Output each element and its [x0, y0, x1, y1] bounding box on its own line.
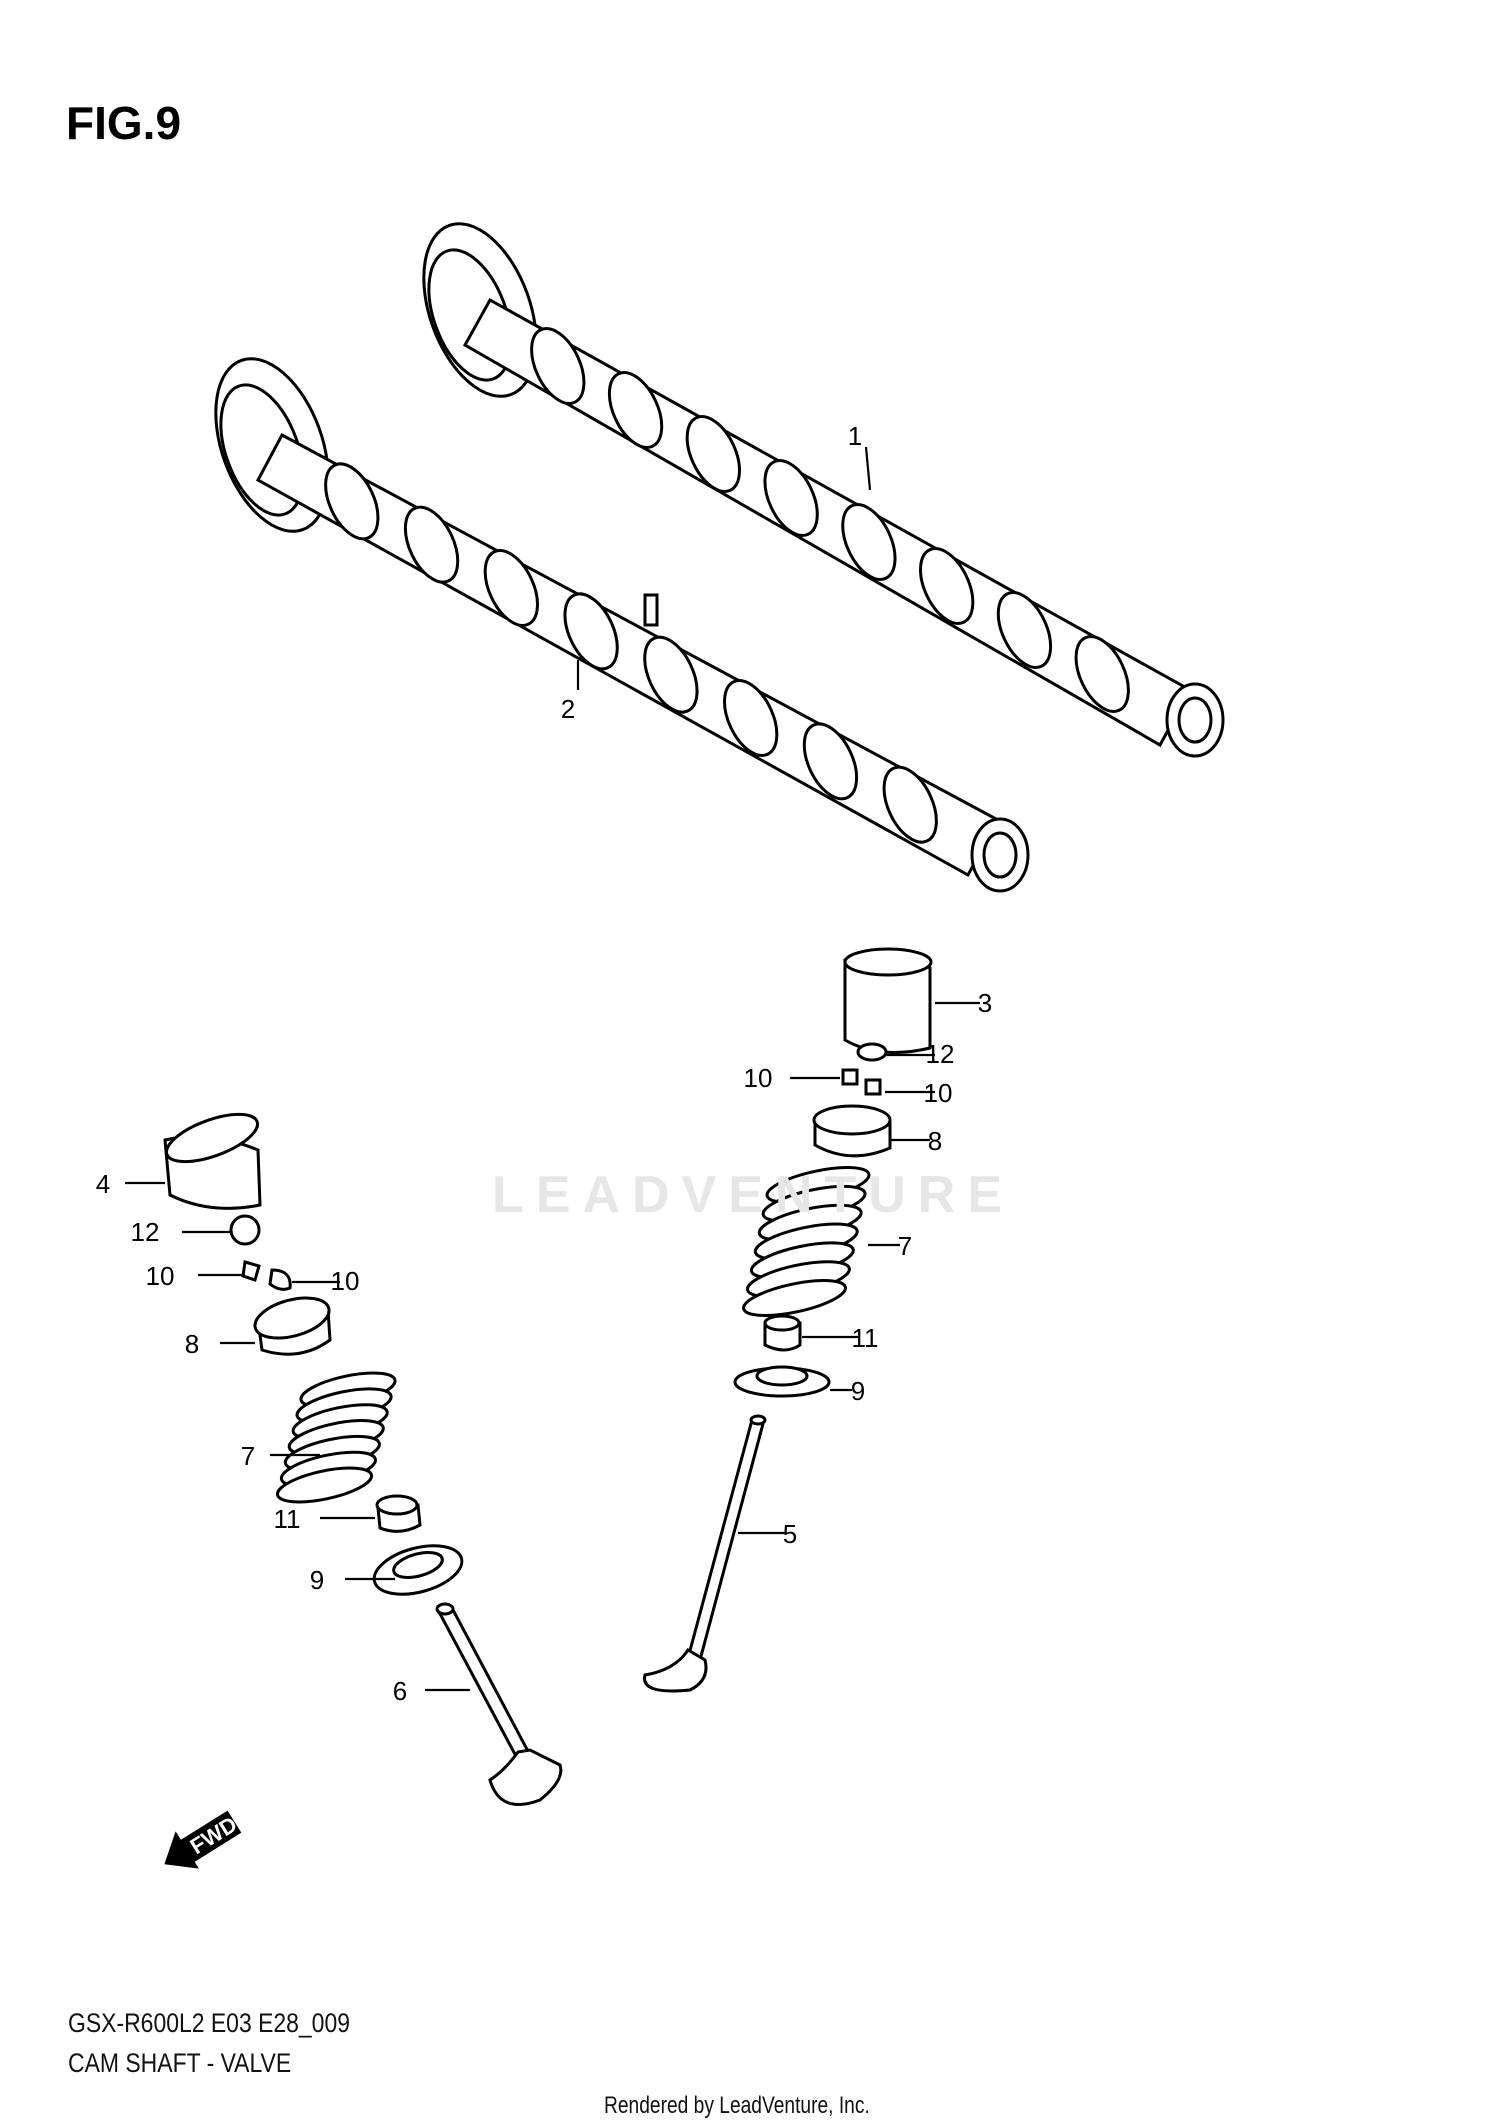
spring-7-right[interactable] — [741, 1160, 872, 1322]
callout-number[interactable]: 9 — [310, 1565, 324, 1595]
cam-lobe — [919, 547, 975, 625]
spring-coil — [275, 1466, 374, 1504]
spring-7-left[interactable] — [275, 1366, 398, 1508]
lifter-4[interactable] — [161, 1105, 264, 1210]
seat-9-left[interactable] — [369, 1537, 467, 1603]
cam-lobe — [882, 765, 938, 844]
forward-direction-arrow: FWD — [164, 1810, 242, 1869]
callout-number[interactable]: 7 — [241, 1441, 255, 1471]
cotter-10-left-b[interactable] — [268, 1268, 292, 1291]
camshaft-1[interactable] — [402, 208, 1225, 758]
valve-5[interactable] — [643, 1414, 767, 1693]
retainer-8-right[interactable] — [812, 1104, 892, 1158]
callout-number[interactable]: 8 — [185, 1329, 199, 1359]
callout-number[interactable]: 9 — [851, 1376, 865, 1406]
cam-lobe — [1074, 635, 1130, 713]
fwd-label: FWD — [186, 1811, 242, 1859]
cam-lobe — [685, 415, 741, 493]
spring-coil — [742, 1279, 847, 1317]
callout-number[interactable]: 5 — [783, 1519, 797, 1549]
callout-number[interactable]: 7 — [898, 1231, 912, 1261]
model-code: GSX-R600L2 E03 E28_009 — [68, 2008, 350, 2038]
rendered-by-credit: Rendered by LeadVenture, Inc. — [604, 2092, 870, 2119]
callout-number[interactable]: 12 — [926, 1039, 955, 1069]
cotter-10-right-a[interactable] — [841, 1068, 859, 1086]
callout-number[interactable]: 10 — [146, 1261, 175, 1291]
cam-lobe — [802, 722, 859, 801]
seal-11-right[interactable] — [763, 1314, 802, 1352]
shim-12-left[interactable] — [229, 1214, 261, 1246]
cam-lobe — [563, 592, 619, 671]
callout-number[interactable]: 10 — [924, 1078, 953, 1108]
retainer-8-left[interactable] — [251, 1291, 334, 1356]
callout-number[interactable]: 4 — [96, 1169, 110, 1199]
cam-lobe — [723, 679, 779, 757]
callout-number[interactable]: 1 — [848, 421, 862, 451]
cam-lobe — [643, 635, 699, 714]
callout-leader — [864, 446, 872, 491]
lifter-3[interactable] — [843, 947, 933, 1054]
cotter-10-left-a[interactable] — [241, 1260, 261, 1282]
seat-9-right[interactable] — [733, 1365, 831, 1398]
cotter-10-right-b[interactable] — [864, 1078, 882, 1096]
seal-11-left[interactable] — [375, 1494, 422, 1533]
shim-12-right[interactable] — [856, 1042, 888, 1062]
cam-lobe — [996, 591, 1053, 669]
callout-number[interactable]: 11 — [274, 1504, 301, 1534]
cam-lobe — [607, 371, 664, 449]
cam-lobe — [530, 327, 586, 405]
callout-number[interactable]: 6 — [393, 1676, 407, 1706]
figure-title: FIG.9 — [66, 97, 182, 149]
camshaft-2[interactable] — [194, 343, 1030, 893]
callout-number[interactable]: 8 — [928, 1126, 942, 1156]
callout-number[interactable]: 2 — [561, 694, 575, 724]
callout-number[interactable]: 12 — [131, 1217, 160, 1247]
cam-lobe — [763, 459, 819, 537]
callout-number[interactable]: 3 — [978, 988, 992, 1018]
cam-lobe — [483, 549, 539, 627]
callout-number[interactable]: 10 — [331, 1266, 360, 1296]
callout-number[interactable]: 11 — [852, 1323, 879, 1353]
cam-lobe — [403, 505, 460, 584]
callout-number[interactable]: 10 — [744, 1063, 773, 1093]
cam-lobe — [841, 503, 897, 581]
valve-6[interactable] — [435, 1602, 563, 1806]
cam-lobe — [324, 462, 380, 541]
section-name: CAM SHAFT - VALVE — [68, 2048, 292, 2078]
